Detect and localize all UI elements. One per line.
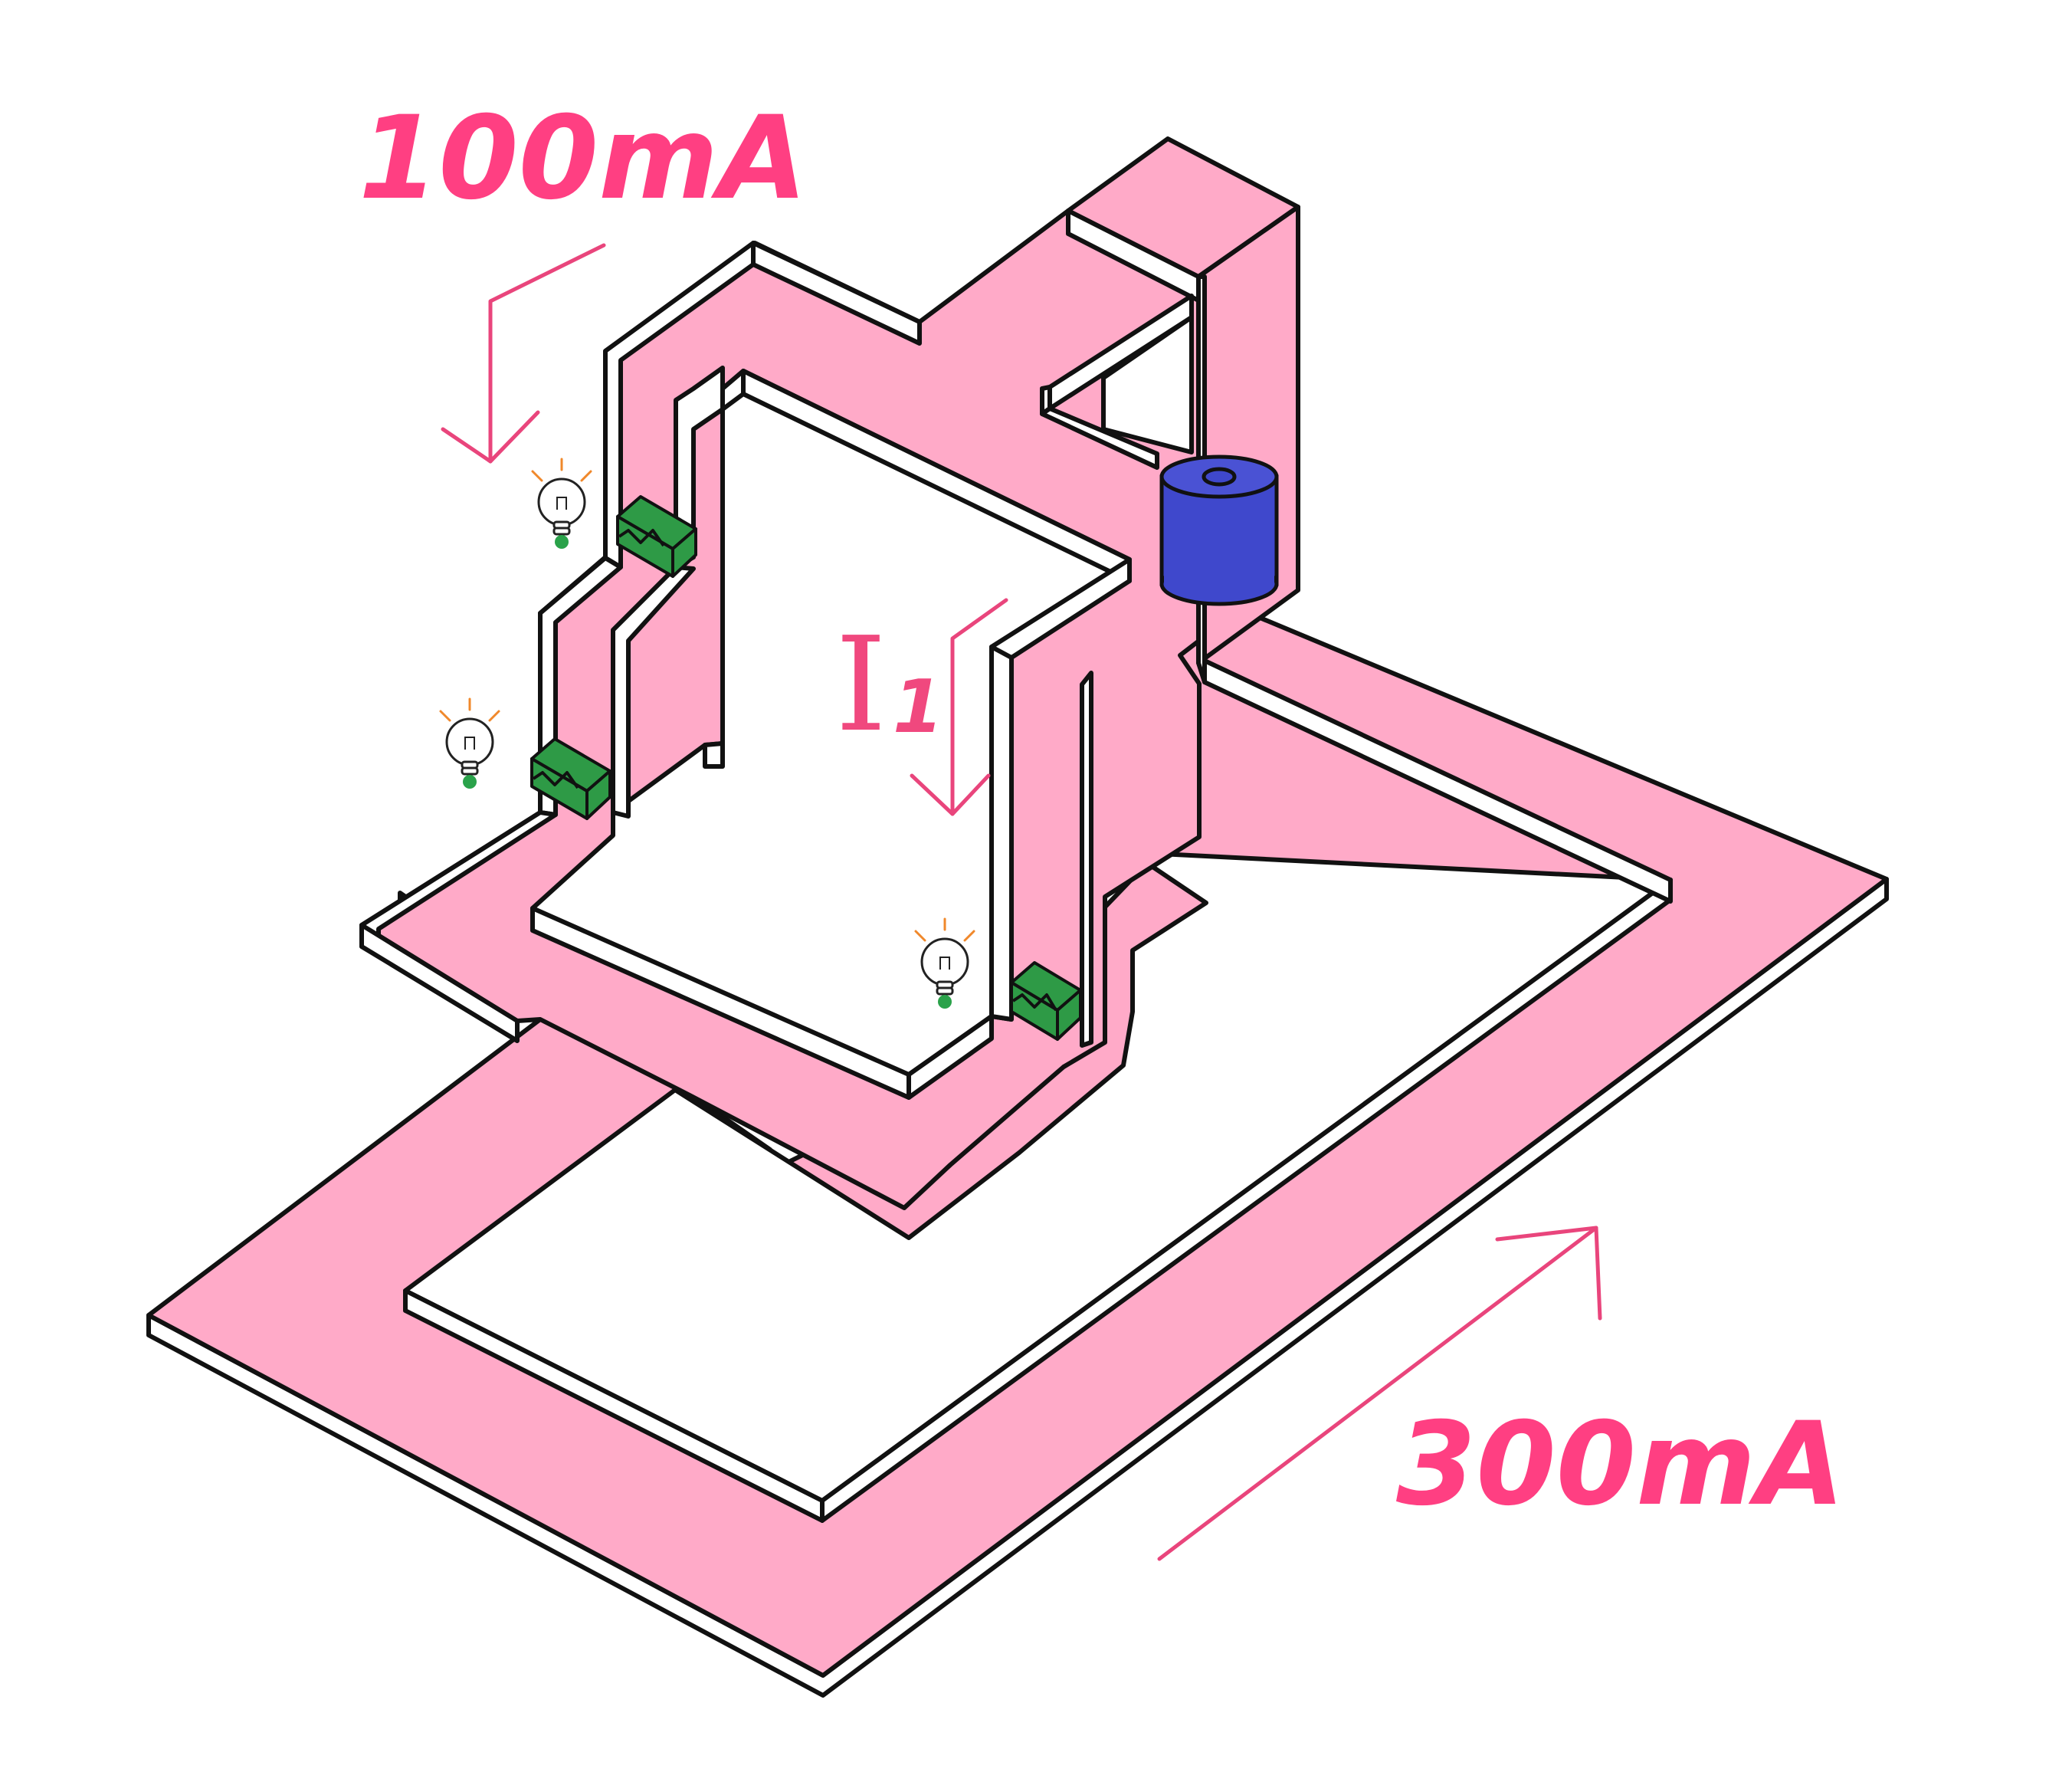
arrow-bottom-icon: [1157, 1226, 1602, 1561]
upper-loop: [359, 136, 1300, 1210]
light-bulb-icon: [439, 697, 500, 789]
light-bulb-icon: [531, 458, 592, 549]
inner-left-wall-1: [674, 366, 725, 569]
current-label-top: 100mA: [359, 92, 808, 225]
resistor-icon: [530, 737, 611, 820]
current-label-i1-subscript: 1: [893, 665, 943, 750]
lower-loop: [146, 568, 1889, 1698]
upper-hole-left-side: [703, 741, 725, 769]
arrow-i1-icon: [910, 598, 1008, 816]
arrow-top-icon: [441, 243, 606, 464]
inner-left-wall-3: [989, 645, 1014, 1022]
light-bulb-icon: [914, 917, 975, 1009]
riser-notch-front: [1040, 406, 1159, 470]
upper-hole-right-wall: [906, 1014, 994, 1100]
upper-left-wall-5: [359, 923, 520, 1043]
resistor-icon: [1010, 961, 1082, 1041]
riser-opening: [1101, 315, 1194, 454]
inner-right-wall: [1080, 671, 1093, 1048]
resistor-icon: [616, 495, 697, 578]
current-label-i1: I: [835, 609, 887, 761]
current-label-bottom: 300mA: [1396, 1398, 1845, 1531]
battery-icon: [1159, 454, 1279, 606]
